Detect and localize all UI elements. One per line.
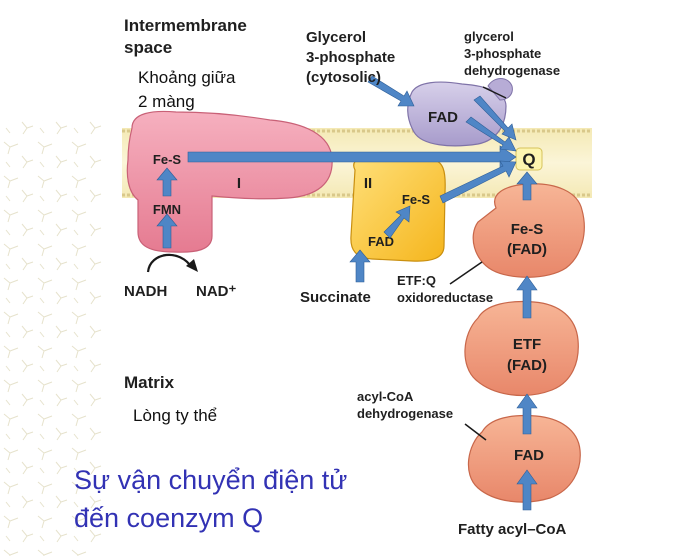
- glycerol-fad-label: FAD: [428, 109, 458, 126]
- slide-title-line1: Sự vận chuyển điện tử: [74, 465, 347, 495]
- glycerol-enzyme-leader: [482, 86, 507, 99]
- nadh-label: NADH: [124, 283, 167, 300]
- acyl-coa-fad-label: FAD: [514, 447, 544, 464]
- intermembrane-vi-line2: 2 màng: [138, 92, 195, 111]
- glycerol-enzyme-line2: 3-phosphate: [464, 46, 541, 61]
- etf-q-fes-label: Fe-S: [511, 221, 544, 238]
- etf-q-leader: [449, 261, 483, 285]
- complex-i-roman: I: [237, 175, 241, 192]
- intermembrane-label-line1: Intermembrane: [124, 16, 247, 35]
- arrow-etf-q-to-q: [516, 171, 538, 201]
- intermembrane-label-line2: space: [124, 38, 172, 57]
- acyl-coa-dh-label-line1: acyl-CoA: [357, 389, 414, 404]
- succinate-label: Succinate: [300, 289, 371, 306]
- complex-ii: II Fe-S FAD: [350, 156, 446, 262]
- region-labels: Intermembrane space Khoảng giữa 2 màng M…: [124, 16, 247, 425]
- arrow-glycerol-fad-to-q: [465, 116, 517, 152]
- etf-protein: ETF (FAD): [464, 300, 579, 397]
- arrow-complex-ii-to-q: [439, 160, 517, 204]
- nad-plus-label: NAD⁺: [196, 283, 236, 300]
- leader-lines: [449, 86, 507, 441]
- etf-q-oxidoreductase: Fe-S (FAD): [472, 183, 585, 278]
- complex-ii-roman: II: [364, 175, 372, 192]
- acyl-coa-dh-leader: [464, 423, 487, 441]
- nadh-oxidation-arrowhead: [186, 259, 198, 272]
- arrow-etf-to-etf-q: [516, 275, 538, 319]
- arrow-acyl-coa-dh-to-etf: [516, 393, 538, 435]
- arrow-succinate-to-fad: [349, 249, 371, 283]
- arrow-fad-to-fes-ii: [383, 205, 411, 239]
- glycerol-labels: Glycerol 3-phosphate (cytosolic) glycero…: [306, 29, 560, 86]
- etf-q-fad-label: (FAD): [507, 241, 547, 258]
- etf-name-label: ETF: [513, 336, 541, 353]
- arrow-nadh-to-fmn: [156, 213, 178, 249]
- background-pattern: [0, 120, 105, 556]
- glycerol-substrate-line3: (cytosolic): [306, 69, 381, 86]
- ubiquinone-label: Q: [522, 150, 535, 169]
- slide-title-line2: đến coenzym Q: [74, 503, 263, 533]
- complex-ii-fad-label: FAD: [368, 234, 394, 249]
- matrix-label: Matrix: [124, 373, 175, 392]
- complex-ii-fes-label: Fe-S: [402, 192, 431, 207]
- etf-q-label-line2: oxidoreductase: [397, 290, 493, 305]
- etf-fad-label: (FAD): [507, 357, 547, 374]
- acyl-coa-dh-label-line2: dehydrogenase: [357, 406, 453, 421]
- etf-q-label-line1: ETF:Q: [397, 273, 436, 288]
- acyl-coa-dehydrogenase: FAD: [467, 414, 581, 503]
- matrix-vi-label: Lòng ty thể: [133, 406, 217, 425]
- arrow-glycerol-enzyme-to-q: [473, 95, 517, 141]
- intermembrane-vi-line1: Khoảng giữa: [138, 68, 236, 87]
- glycerol-substrate-line2: 3-phosphate: [306, 49, 395, 66]
- fatty-acyl-coa-label: Fatty acyl–CoA: [458, 521, 567, 538]
- complex-i-fes-label: Fe-S: [153, 152, 182, 167]
- ubiquinone: Q: [515, 147, 543, 171]
- electron-flow-arrows: [146, 75, 538, 511]
- glycerol-enzyme-line1: glycerol: [464, 29, 514, 44]
- arrow-glycerol-to-fad: [367, 75, 415, 107]
- complex-i-fmn-label: FMN: [153, 202, 181, 217]
- nadh-oxidation-curve: [146, 253, 193, 273]
- glycerol-substrate-line1: Glycerol: [306, 29, 366, 46]
- arrow-fatty-acyl-coa-to-fad: [516, 469, 538, 511]
- arrow-fmn-to-fes: [156, 167, 178, 197]
- glycerol-enzyme-line3: dehydrogenase: [464, 63, 560, 78]
- complex-i: I Fe-S FMN: [126, 110, 333, 253]
